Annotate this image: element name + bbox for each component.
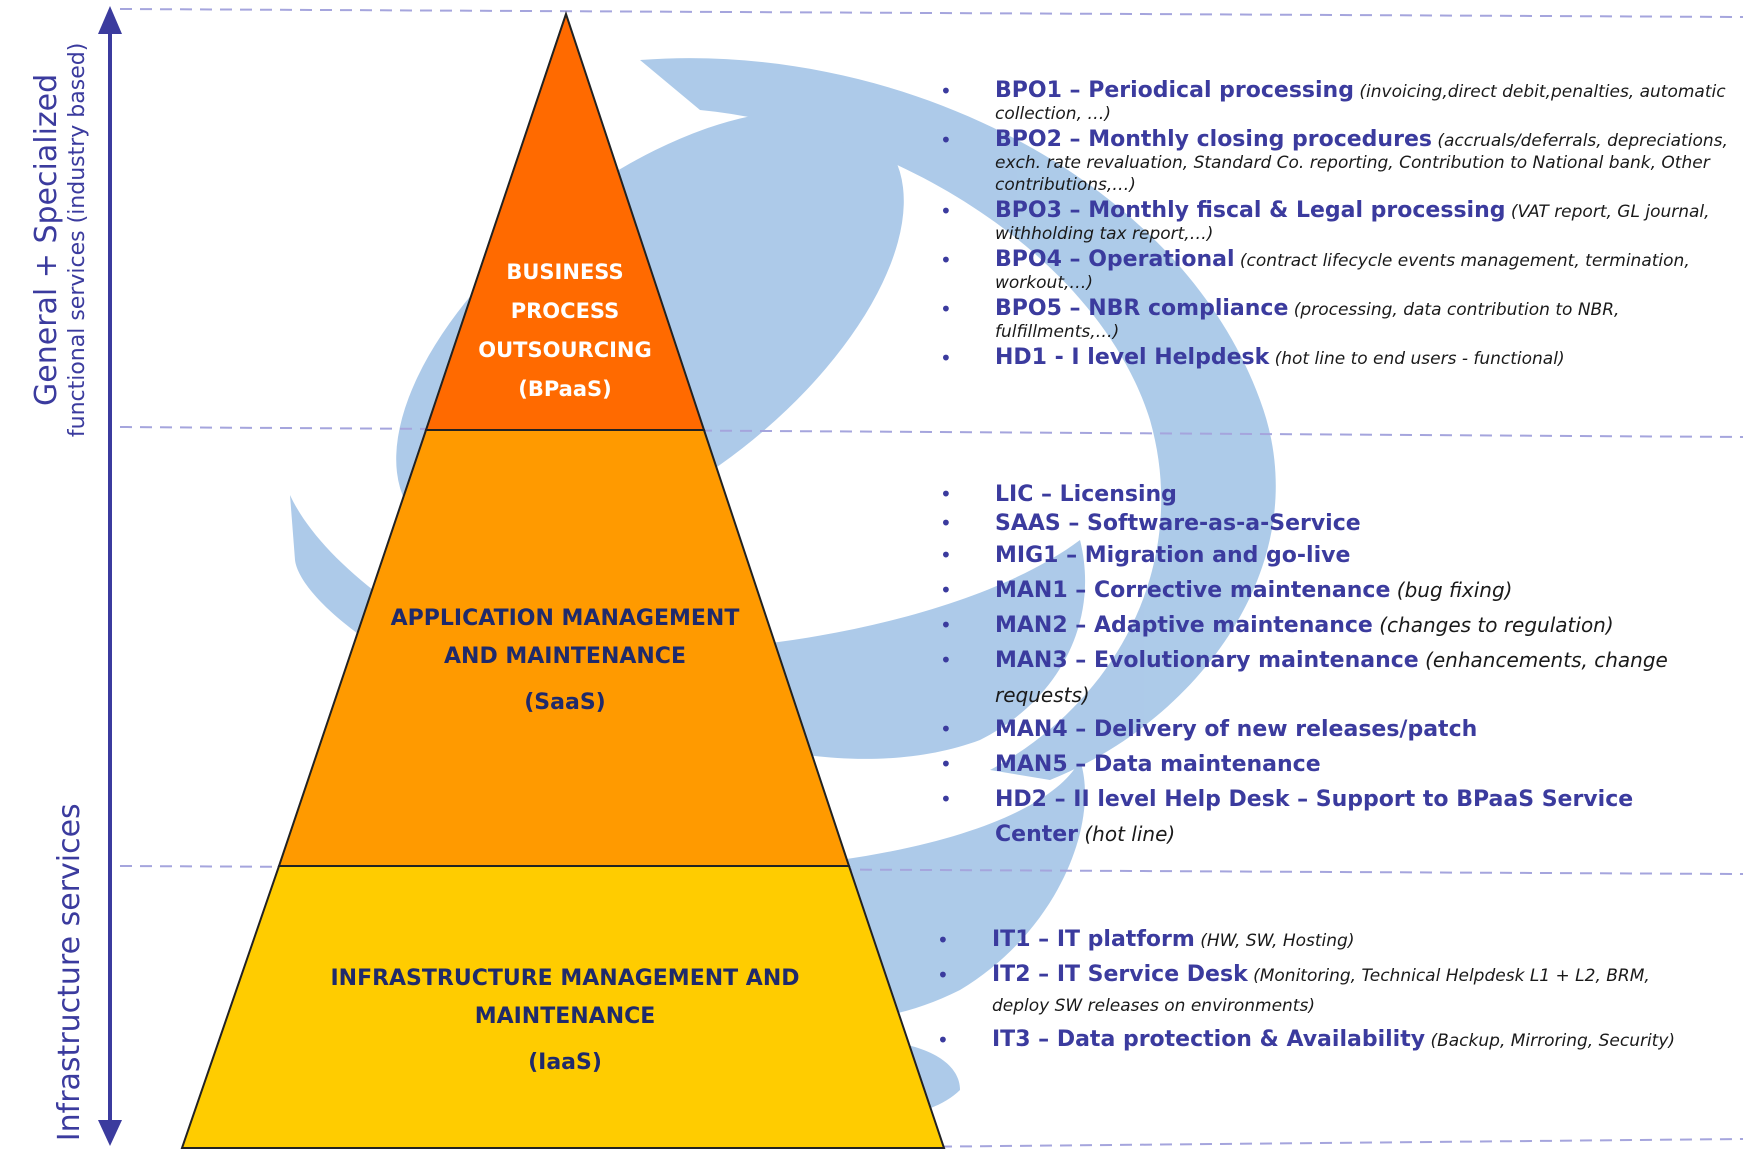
list-item: IT3 – Data protection & Availability (Ba… [927, 1025, 1707, 1056]
tier-label-saas: APPLICATION MANAGEMENT AND MAINTENANCE (… [340, 600, 790, 722]
service-code: MAN3 – Evolutionary maintenance [995, 648, 1419, 673]
list-item: BPO4 – Operational (contract lifecycle e… [930, 249, 1730, 294]
iaas-service-list: IT1 – IT platform (HW, SW, Hosting) IT2 … [927, 925, 1707, 1060]
tier-top-line1: BUSINESS [506, 260, 624, 284]
list-item: BPO5 – NBR compliance (processing, data … [930, 298, 1730, 343]
service-desc: (enhancements, change requests) [995, 648, 1668, 707]
separator-bottom [899, 1138, 1743, 1148]
service-code: MAN1 – Corrective maintenance [995, 578, 1391, 603]
tier-top-line2: PROCESS [510, 299, 620, 323]
tier-label-iaas: INFRASTRUCTURE MANAGEMENT AND MAINTENANC… [290, 960, 840, 1082]
list-item: IT1 – IT platform (HW, SW, Hosting) [927, 925, 1707, 956]
tier-top-code: (BPaaS) [518, 377, 612, 401]
list-item: LIC – Licensing [930, 480, 1710, 509]
service-code: IT2 – IT Service Desk [992, 962, 1248, 987]
tier-top-line3: OUTSOURCING [478, 338, 652, 362]
service-code: BPO3 – Monthly fiscal & Legal processing [995, 198, 1506, 223]
bpaas-service-list: BPO1 – Periodical processing (invoicing,… [930, 80, 1730, 374]
list-item: MAN3 – Evolutionary maintenance (enhance… [930, 643, 1710, 712]
tier-bottom-line1: INFRASTRUCTURE MANAGEMENT AND [330, 966, 800, 991]
pyramid-tier-iaas [180, 865, 946, 1149]
list-item: MAN2 – Adaptive maintenance (changes to … [930, 608, 1710, 643]
tier-bottom-line2: MAINTENANCE [474, 1004, 656, 1029]
tier-mid-line1: APPLICATION MANAGEMENT [390, 606, 740, 631]
arrow-down-icon [98, 1120, 122, 1146]
tier-label-bpaas: BUSINESS PROCESS OUTSOURCING (BPaaS) [440, 253, 690, 409]
service-code: BPO5 – NBR compliance [995, 296, 1289, 321]
tier-mid-line2: AND MAINTENANCE [444, 644, 686, 669]
list-item: HD1 - I level Helpdesk (hot line to end … [930, 347, 1730, 370]
service-code: MAN2 – Adaptive maintenance [995, 613, 1373, 638]
service-desc: (hot line) [1084, 822, 1176, 846]
service-code: MAN4 – Delivery of new releases/patch [995, 717, 1478, 742]
side-label-infrastructure: Infrastructure services [51, 772, 88, 1172]
service-desc: (contract lifecycle events management, t… [995, 251, 1690, 293]
list-item: MAN1 – Corrective maintenance (bug fixin… [930, 573, 1710, 608]
service-desc: (changes to regulation) [1379, 613, 1614, 637]
tier-mid-code: (SaaS) [524, 690, 606, 715]
side-label-top-sub-text: functional services [64, 230, 90, 438]
side-label-bottom-main: Infrastructure services [51, 803, 87, 1142]
service-desc: (Monitoring, Technical Helpdesk L1 + L2,… [992, 966, 1650, 1016]
list-item: BPO3 – Monthly fiscal & Legal processing… [930, 200, 1730, 245]
list-item: IT2 – IT Service Desk (Monitoring, Techn… [927, 960, 1707, 1021]
service-code: HD1 - I level Helpdesk [995, 345, 1270, 370]
service-code: IT1 – IT platform [992, 927, 1195, 952]
side-label-top-paren: (industry based) [64, 42, 90, 224]
list-item: BPO1 – Periodical processing (invoicing,… [930, 80, 1730, 125]
list-item: MAN4 – Delivery of new releases/patch [930, 712, 1710, 747]
service-desc: (VAT report, GL journal, withholding tax… [995, 202, 1710, 244]
list-item: SAAS – Software-as-a-Service [930, 509, 1710, 538]
service-desc: (processing, data contribution to NBR, f… [995, 300, 1620, 342]
service-code: SAAS – Software-as-a-Service [995, 511, 1361, 536]
side-label-top-main: General + Specialized [29, 73, 65, 406]
service-desc: (hot line to end users - functional) [1274, 349, 1565, 369]
service-desc: (bug fixing) [1396, 578, 1513, 602]
service-code: MAN5 – Data maintenance [995, 752, 1321, 777]
service-code: LIC – Licensing [995, 482, 1177, 507]
service-desc: (Backup, Mirroring, Security) [1430, 1031, 1676, 1051]
tier-bottom-code: (IaaS) [528, 1050, 602, 1075]
list-item: MIG1 – Migration and go-live [930, 538, 1710, 573]
service-code: MIG1 – Migration and go-live [995, 543, 1351, 568]
saas-service-list: LIC – Licensing SAAS – Software-as-a-Ser… [930, 480, 1710, 852]
service-code: BPO2 – Monthly closing procedures [995, 127, 1432, 152]
side-label-top-sub: functional services (industry based) [65, 10, 90, 470]
side-label-general-specialized: General + Specialized functional service… [29, 10, 90, 470]
service-desc: (accruals/deferrals, depreciations, exch… [995, 131, 1728, 195]
service-desc: (HW, SW, Hosting) [1200, 931, 1355, 951]
service-code: IT3 – Data protection & Availability [992, 1027, 1426, 1052]
service-code: HD2 – II level Help Desk – Support to BP… [995, 787, 1634, 847]
service-code: BPO1 – Periodical processing [995, 78, 1354, 103]
list-item: MAN5 – Data maintenance [930, 747, 1710, 782]
separator-top [119, 8, 1743, 18]
list-item: HD2 – II level Help Desk – Support to BP… [930, 782, 1710, 852]
separator-upper [119, 426, 1743, 438]
service-desc: (invoicing,direct debit,penalties, autom… [995, 82, 1726, 124]
arrow-up-icon [98, 6, 122, 34]
service-code: BPO4 – Operational [995, 247, 1235, 272]
list-item: BPO2 – Monthly closing procedures (accru… [930, 129, 1730, 196]
